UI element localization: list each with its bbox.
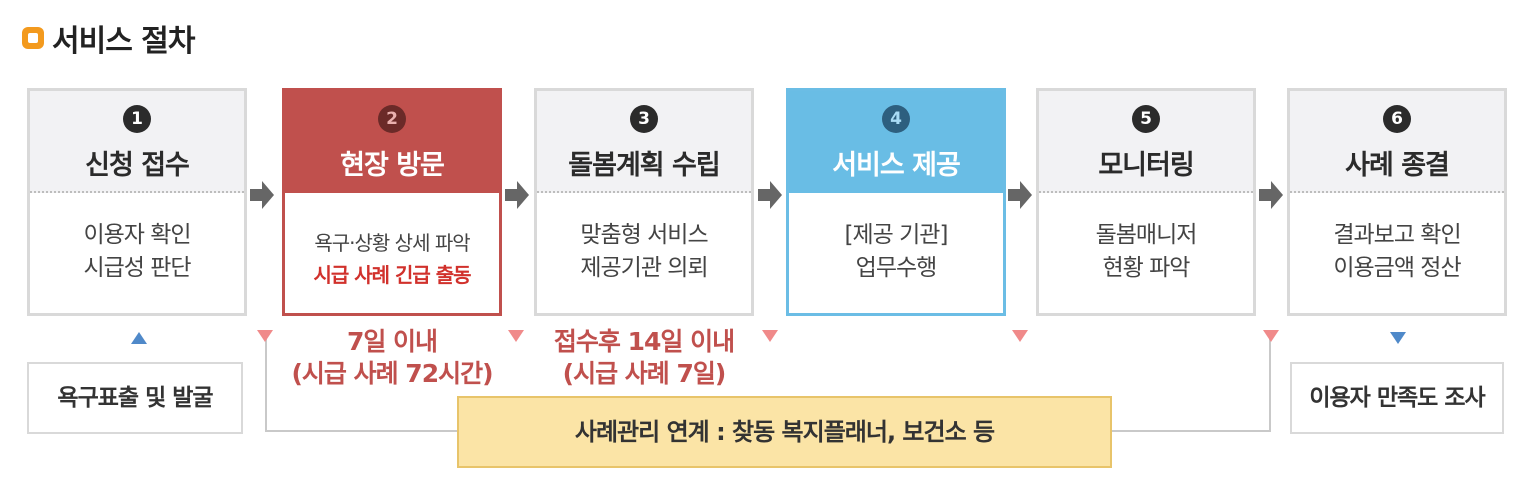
- step-1-number: 1: [123, 105, 151, 133]
- satisfaction-survey-box: 이용자 만족도 조사: [1290, 362, 1504, 434]
- step-5-line1: 돌봄매니저: [1095, 222, 1198, 248]
- step-3-line2: 제공기관 의뢰: [580, 255, 708, 281]
- case-management-link-box: 사례관리 연계 : 찾동 복지플래너, 보건소 등: [457, 396, 1112, 468]
- triangle-down-icon: [1012, 330, 1028, 342]
- step-4-line1: [제공 기관]: [844, 222, 949, 248]
- step-4-header: 4 서비스 제공: [789, 91, 1003, 193]
- triangle-down-icon: [1263, 330, 1279, 342]
- step-1-title: 신청 접수: [85, 150, 190, 181]
- step-5-number: 5: [1132, 105, 1160, 133]
- plan-deadline-note: 접수후 14일 이내 (시급 사례 7일): [534, 326, 754, 390]
- step-4-card: 4 서비스 제공 [제공 기관] 업무수행: [786, 88, 1006, 316]
- step-3-title: 돌봄계획 수립: [568, 150, 720, 181]
- step-2-body: 욕구·상황 상세 파악 시급 사례 긴급 출동: [285, 193, 499, 291]
- needs-discovery-box: 욕구표출 및 발굴: [27, 362, 243, 434]
- step-3-body: 맞춤형 서비스 제공기관 의뢰: [537, 193, 751, 285]
- step-4-line2: 업무수행: [855, 255, 938, 281]
- step-6-body: 결과보고 확인 이용금액 정산: [1290, 193, 1504, 285]
- visit-deadline-note: 7일 이내 (시급 사례 72시간): [282, 326, 502, 390]
- bullet-icon: [22, 27, 44, 49]
- step-2-header: 2 현장 방문: [285, 91, 499, 193]
- step-4-body: [제공 기관] 업무수행: [789, 193, 1003, 285]
- step-1-line1: 이용자 확인: [83, 222, 191, 248]
- visit-deadline-line1: 7일 이내: [346, 327, 438, 356]
- step-6-line2: 이용금액 정산: [1333, 255, 1461, 281]
- step-3-number: 3: [630, 105, 658, 133]
- step-1-card: 1 신청 접수 이용자 확인 시급성 판단: [27, 88, 247, 316]
- step-2-line2: 시급 사례 긴급 출동: [313, 263, 471, 287]
- section-title: 서비스 절차: [22, 18, 195, 59]
- arrow-right-icon: [758, 181, 782, 209]
- triangle-up-icon: [131, 332, 147, 344]
- triangle-down-icon: [1390, 332, 1406, 344]
- step-5-body: 돌봄매니저 현황 파악: [1039, 193, 1253, 285]
- step-2-line1: 욕구·상황 상세 파악: [314, 231, 470, 255]
- step-6-card: 6 사례 종결 결과보고 확인 이용금액 정산: [1287, 88, 1507, 316]
- step-6-line1: 결과보고 확인: [1333, 222, 1461, 248]
- triangle-down-icon: [762, 330, 778, 342]
- arrow-right-icon: [250, 181, 274, 209]
- step-1-line2: 시급성 판단: [83, 255, 191, 281]
- step-4-title: 서비스 제공: [832, 150, 961, 181]
- step-2-card: 2 현장 방문 욕구·상황 상세 파악 시급 사례 긴급 출동: [282, 88, 502, 316]
- step-4-number: 4: [882, 105, 910, 133]
- step-5-card: 5 모니터링 돌봄매니저 현황 파악: [1036, 88, 1256, 316]
- step-6-number: 6: [1383, 105, 1411, 133]
- step-6-title: 사례 종결: [1345, 150, 1450, 181]
- step-2-number: 2: [378, 105, 406, 133]
- step-1-header: 1 신청 접수: [30, 91, 244, 193]
- plan-deadline-line1: 접수후 14일 이내: [553, 327, 735, 356]
- plan-deadline-line2: (시급 사례 7일): [562, 359, 727, 388]
- step-1-body: 이용자 확인 시급성 판단: [30, 193, 244, 285]
- step-3-card: 3 돌봄계획 수립 맞춤형 서비스 제공기관 의뢰: [534, 88, 754, 316]
- visit-deadline-line2: (시급 사례 72시간): [291, 359, 493, 388]
- step-3-header: 3 돌봄계획 수립: [537, 91, 751, 193]
- step-5-header: 5 모니터링: [1039, 91, 1253, 193]
- step-6-header: 6 사례 종결: [1290, 91, 1504, 193]
- section-title-text: 서비스 절차: [52, 24, 195, 59]
- step-5-title: 모니터링: [1098, 150, 1194, 181]
- triangle-down-icon: [257, 330, 273, 342]
- arrow-right-icon: [505, 181, 529, 209]
- step-5-line2: 현황 파악: [1102, 255, 1191, 281]
- triangle-down-icon: [508, 330, 524, 342]
- arrow-right-icon: [1259, 181, 1283, 209]
- step-3-line1: 맞춤형 서비스: [580, 222, 708, 248]
- step-2-title: 현장 방문: [340, 150, 445, 181]
- arrow-right-icon: [1008, 181, 1032, 209]
